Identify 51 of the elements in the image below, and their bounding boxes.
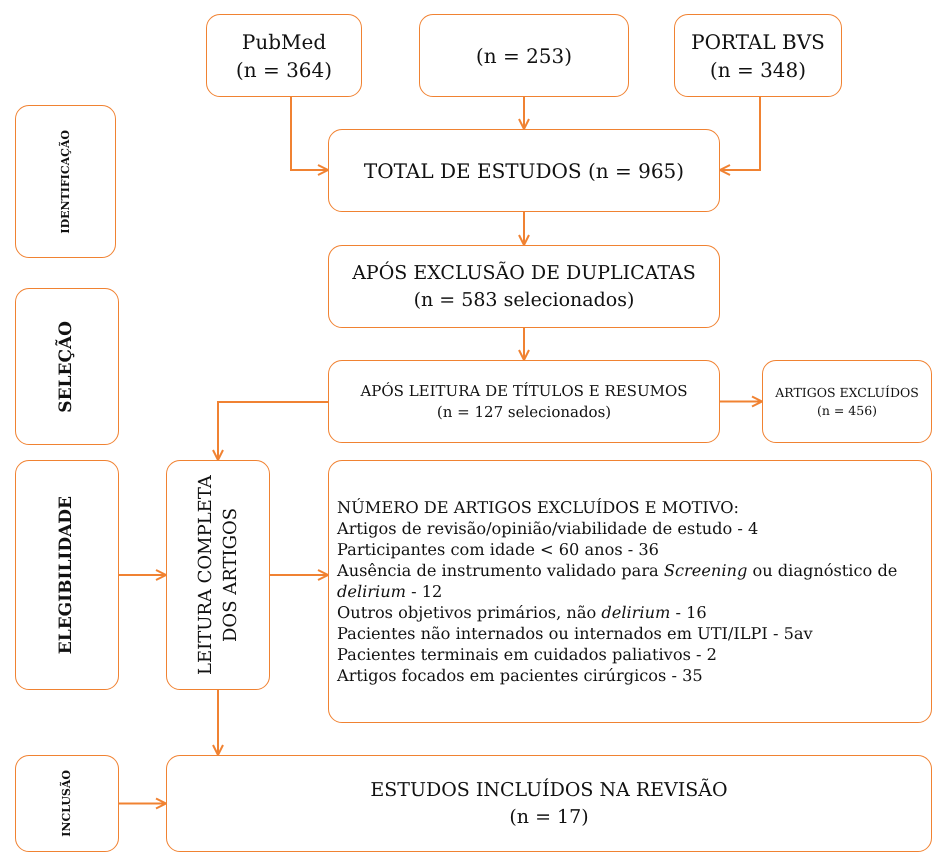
process-box — [328, 360, 720, 443]
process-box — [166, 755, 932, 852]
box-label: ARTIGOS EXCLUÍDOS — [775, 384, 919, 402]
arrow — [212, 401, 328, 461]
phase-box — [15, 755, 119, 852]
phase-box — [15, 105, 116, 258]
count-label: (n = 127 selecionados) — [436, 402, 612, 422]
reason-line: Artigos de revisão/opinião/viabilidade de estudo - 4 — [337, 518, 758, 539]
database-box — [206, 14, 362, 97]
process-box — [328, 245, 720, 328]
box-label: TOTAL DE ESTUDOS (n = 965) — [364, 158, 684, 184]
arrow — [518, 328, 530, 361]
process-box — [166, 460, 270, 690]
database-box — [419, 14, 629, 97]
count-label: (n = 456) — [816, 402, 878, 419]
reason-line: Outros objetivos primários, não delirium - 16 — [337, 602, 707, 624]
box-label: IDENTIFICAÇÃO — [58, 130, 73, 234]
arrow — [119, 798, 167, 810]
reason-line: Pacientes não internados ou internados em UTI/ILPI - 5av — [337, 623, 813, 644]
phase-box — [15, 288, 119, 445]
box-label: INCLUSÃO — [59, 770, 74, 837]
box-label: (n = 253) — [476, 42, 572, 70]
arrow — [270, 569, 329, 581]
box-heading: NÚMERO DE ARTIGOS EXCLUÍDOS E MOTIVO: — [337, 496, 739, 518]
arrow — [119, 569, 167, 581]
arrow — [212, 690, 224, 756]
arrow — [518, 212, 530, 246]
arrow — [720, 396, 763, 408]
box-label: APÓS LEITURA DE TÍTULOS E RESUMOS — [360, 380, 688, 402]
arrow — [290, 97, 329, 176]
box-label: LEITURA COMPLETA DOS ARTIGOS — [194, 474, 242, 677]
count-label: (n = 364) — [236, 56, 332, 84]
box-label: APÓS EXCLUSÃO DE DUPLICATAS — [352, 260, 696, 286]
reason-line: Artigos focados em pacientes cirúrgicos - 35 — [337, 665, 703, 686]
box-label: PORTAL BVS — [691, 28, 825, 56]
database-box — [674, 14, 842, 97]
count-label: (n = 17) — [509, 804, 589, 830]
exclusion-reasons-box — [328, 460, 932, 723]
process-box — [762, 360, 932, 443]
count-label: (n = 348) — [710, 56, 806, 84]
phase-box — [15, 460, 119, 690]
box-label: ELEGIBILIDADE — [55, 496, 78, 654]
arrow — [518, 97, 530, 130]
process-box — [328, 129, 720, 212]
count-label: (n = 583 selecionados) — [414, 288, 634, 312]
box-label: SELEÇÃO — [55, 320, 78, 412]
box-label: PubMed — [242, 28, 326, 56]
box-label: ESTUDOS INCLUÍDOS NA REVISÃO — [370, 777, 728, 803]
reason-line: Pacientes terminais em cuidados paliativos - 2 — [337, 644, 717, 666]
reason-line: Participantes com idade < 60 anos - 36 — [337, 538, 659, 560]
arrow — [719, 97, 761, 176]
